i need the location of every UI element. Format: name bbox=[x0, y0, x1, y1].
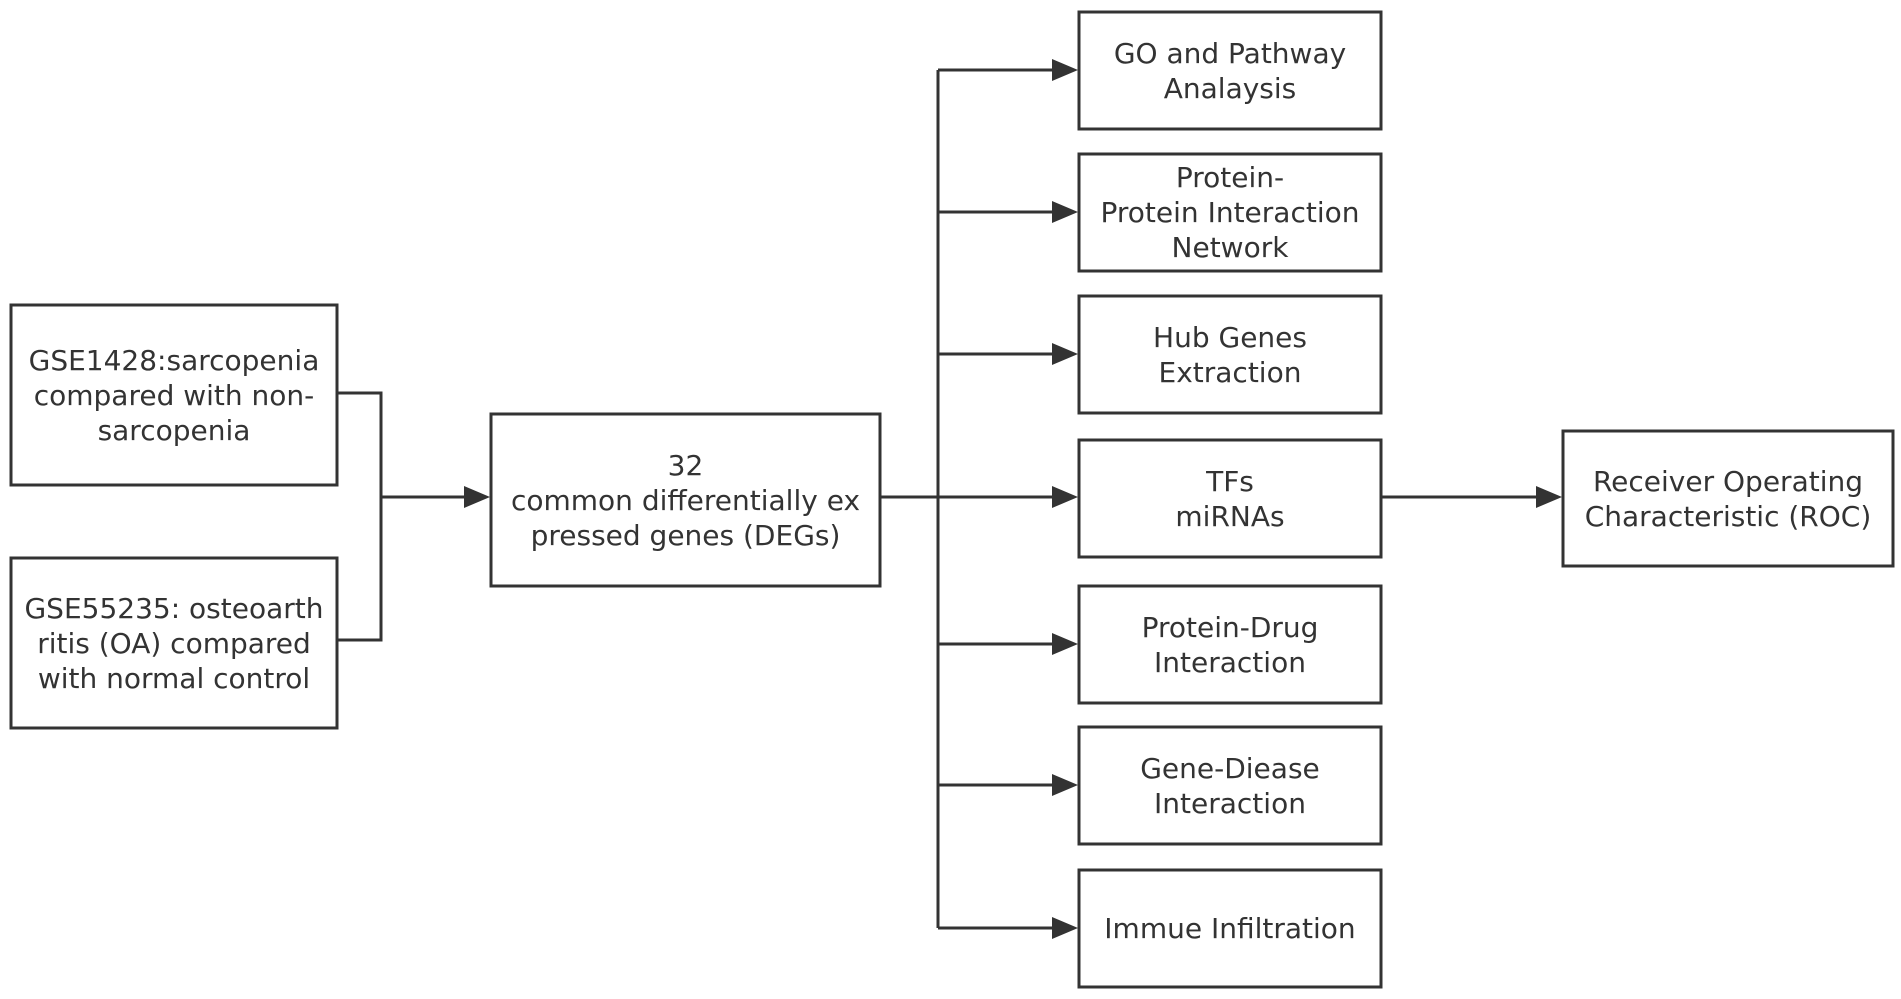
label-ppi: Protein- Protein Interaction Network bbox=[1079, 154, 1381, 271]
box-gse55235 bbox=[9, 556, 339, 730]
box-hub-genes bbox=[1077, 294, 1383, 415]
arrowhead-go-pathway bbox=[1052, 59, 1078, 81]
label-hub-genes-line-1: Hub Genes bbox=[1153, 320, 1307, 354]
label-immune: Immue Infiltration bbox=[1079, 870, 1381, 987]
label-gene-disease-line-2: Interaction bbox=[1154, 786, 1306, 820]
arrowhead-degs bbox=[464, 486, 490, 508]
label-tfs-mirnas-line-2: miRNAs bbox=[1175, 499, 1285, 533]
label-gse55235-line-3: with normal control bbox=[37, 661, 311, 695]
label-hub-genes-line-2: Extraction bbox=[1158, 355, 1302, 389]
box-gene-disease bbox=[1077, 725, 1383, 846]
label-protein-drug-line-1: Protein-Drug bbox=[1141, 610, 1319, 644]
label-gene-disease: Gene-Diease Interaction bbox=[1079, 727, 1381, 844]
label-roc-line-2: Characteristic (ROC) bbox=[1584, 499, 1872, 533]
arrowhead-roc bbox=[1536, 486, 1562, 508]
arrowhead-gene-disease bbox=[1052, 774, 1078, 796]
arrowhead-immune bbox=[1052, 917, 1078, 939]
label-gse1428-line-2: compared with non- bbox=[33, 378, 315, 412]
box-degs bbox=[489, 412, 882, 588]
label-go-pathway-line-1: GO and Pathway bbox=[1113, 36, 1347, 70]
label-immune-line-1: Immue Infiltration bbox=[1104, 912, 1356, 945]
box-immune bbox=[1077, 868, 1383, 989]
label-degs: 32 common differentially ex pressed gene… bbox=[491, 414, 880, 586]
label-degs-line-1: 32 bbox=[667, 448, 704, 482]
box-go-pathway bbox=[1077, 10, 1383, 131]
label-hub-genes: Hub Genes Extraction bbox=[1079, 296, 1381, 413]
label-go-pathway-line-2: Analaysis bbox=[1163, 71, 1297, 105]
arrowhead-hub-genes bbox=[1052, 343, 1078, 365]
label-gene-disease-line-1: Gene-Diease bbox=[1140, 751, 1320, 785]
arrowhead-protein-drug bbox=[1052, 633, 1078, 655]
label-gse55235-line-1: GSE55235: osteoarth bbox=[24, 591, 324, 625]
box-protein-drug bbox=[1077, 584, 1383, 705]
label-degs-line-2: common differentially ex bbox=[510, 483, 861, 517]
label-ppi-line-1: Protein- bbox=[1175, 161, 1285, 194]
label-ppi-line-3: Network bbox=[1171, 231, 1289, 264]
box-roc bbox=[1561, 429, 1895, 568]
label-gse1428-line-1: GSE1428:sarcopenia bbox=[28, 343, 320, 377]
arrowhead-tfs-mirnas bbox=[1052, 486, 1078, 508]
label-roc: Receiver Operating Characteristic (ROC) bbox=[1563, 431, 1893, 566]
label-tfs-mirnas: TFs miRNAs bbox=[1079, 440, 1381, 557]
label-degs-line-3: pressed genes (DEGs) bbox=[530, 518, 841, 552]
label-tfs-mirnas-line-1: TFs bbox=[1206, 464, 1254, 498]
label-gse1428-line-3: sarcopenia bbox=[97, 413, 251, 447]
label-protein-drug-line-2: Interaction bbox=[1154, 645, 1306, 679]
label-roc-line-1: Receiver Operating bbox=[1592, 464, 1864, 498]
box-gse1428 bbox=[9, 303, 339, 487]
box-ppi bbox=[1077, 152, 1383, 273]
label-ppi-line-2: Protein Interaction bbox=[1100, 196, 1360, 229]
label-gse55235: GSE55235: osteoarth ritis (OA) compared … bbox=[11, 558, 337, 728]
label-gse55235-line-2: ritis (OA) compared bbox=[37, 626, 311, 660]
box-tfs-mirnas bbox=[1077, 438, 1383, 559]
label-gse1428: GSE1428:sarcopenia compared with non- sa… bbox=[11, 305, 337, 485]
label-go-pathway: GO and Pathway Analaysis bbox=[1079, 12, 1381, 129]
label-protein-drug: Protein-Drug Interaction bbox=[1079, 586, 1381, 703]
connector-gse1428-merge bbox=[337, 391, 383, 642]
arrowhead-ppi bbox=[1052, 201, 1078, 223]
